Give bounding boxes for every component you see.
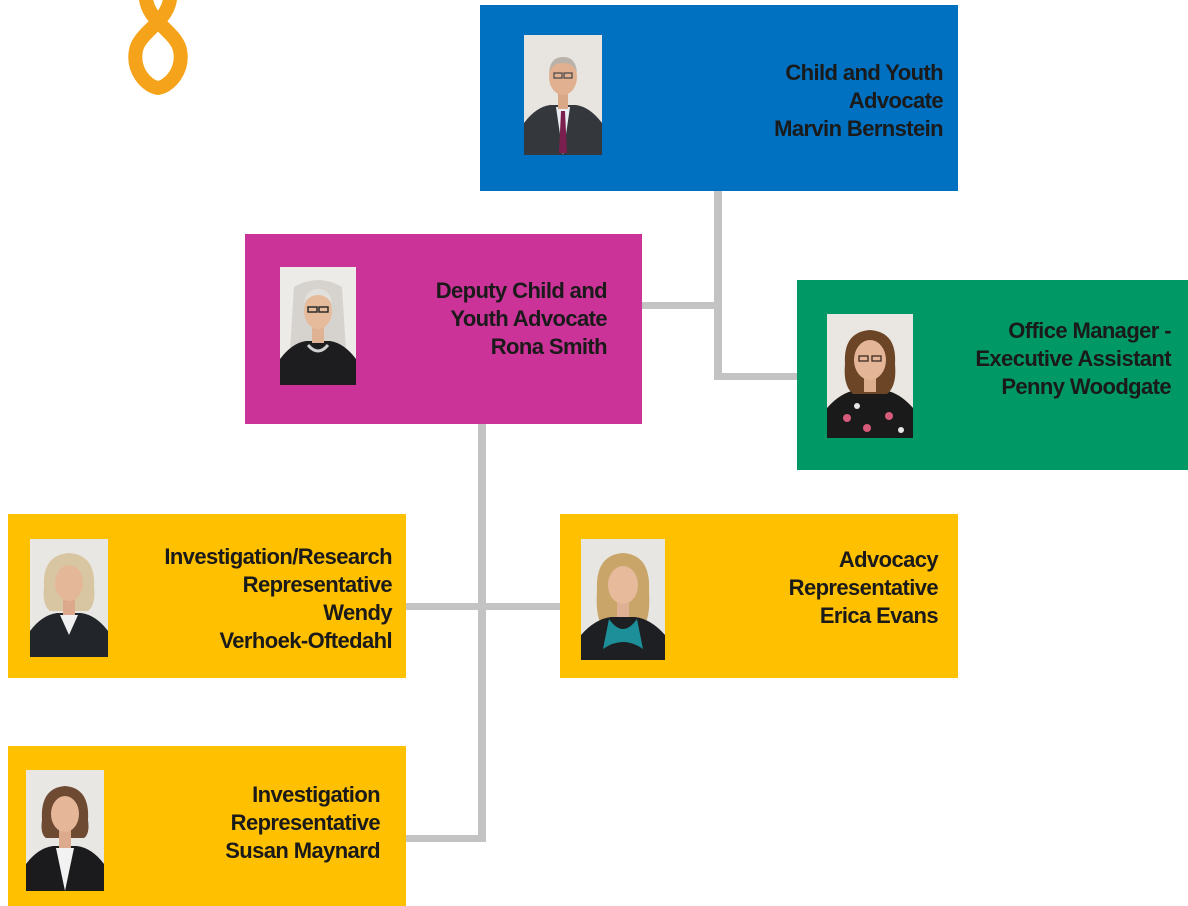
label-line: Erica Evans (819, 603, 939, 628)
label-line: Penny Woodgate (1001, 374, 1171, 399)
connector-to-advocacy (482, 603, 562, 610)
connector-to-deputy (641, 302, 718, 309)
label-line: Youth Advocate (450, 306, 607, 331)
label-line: Office Manager - (1008, 318, 1171, 343)
portrait-photo (524, 35, 602, 155)
label-line: Representative (788, 575, 939, 600)
label-line: Marvin Bernstein (774, 116, 944, 141)
label-line: Child and Youth (785, 60, 943, 85)
label-line: Executive Assistant (975, 346, 1171, 371)
portrait-photo (26, 770, 104, 891)
portrait-photo (827, 314, 913, 438)
connector-advocate-trunk (714, 190, 722, 380)
portrait-photo (280, 267, 356, 385)
label-line: Representative (230, 810, 381, 835)
label-line: Susan Maynard (225, 838, 380, 863)
label-line: Verhoek-Oftedahl (219, 628, 392, 653)
label-line: Advocacy (838, 547, 939, 572)
portrait-photo (30, 539, 108, 657)
portrait-photo (581, 539, 665, 660)
label-line: Rona Smith (490, 334, 608, 359)
connector-to-office-manager (714, 373, 800, 380)
connector-deputy-trunk (478, 423, 486, 842)
label-line: Investigation (252, 782, 380, 807)
label-line: Representative (242, 572, 393, 597)
connector-to-investigation (405, 835, 482, 842)
label-line: Advocate (848, 88, 944, 113)
label-line: Deputy Child and (435, 278, 608, 303)
label-line: Investigation/Research (164, 544, 392, 569)
connector-to-investigation-research (405, 603, 482, 610)
label-line: Wendy (323, 600, 392, 625)
ribbon-icon (128, 0, 188, 96)
